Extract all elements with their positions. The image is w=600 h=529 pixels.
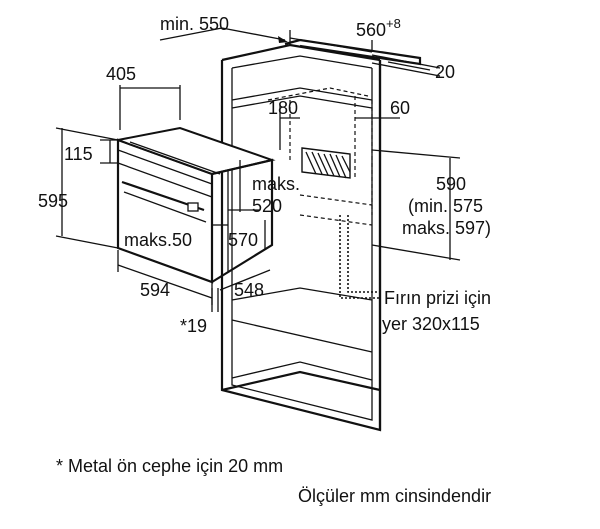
oven bbox=[114, 126, 276, 284]
label-max-depth: 520 bbox=[252, 196, 282, 216]
cabinet bbox=[220, 38, 441, 432]
niche-outline bbox=[267, 87, 373, 226]
label-vent-depth: 60 bbox=[390, 98, 410, 118]
label-top-gap: 20 bbox=[435, 62, 455, 82]
label-panel-height: 115 bbox=[64, 144, 93, 164]
label-cabinet-width: 560+8 bbox=[356, 16, 401, 40]
label-vent-opening: 180 bbox=[268, 98, 298, 118]
footnote: * Metal ön cephe için 20 mm bbox=[56, 456, 283, 476]
socket-leader bbox=[339, 215, 380, 299]
label-oven-depth: 405 bbox=[106, 64, 136, 84]
label-depth-570: 570 bbox=[228, 230, 258, 250]
label-cabinet-min-depth: min. 550 bbox=[160, 14, 229, 34]
socket-note-line2: yer 320x115 bbox=[382, 314, 480, 334]
label-max-50: maks.50 bbox=[124, 230, 192, 250]
label-front-width: 594 bbox=[140, 280, 170, 300]
vent-grille bbox=[301, 147, 351, 179]
socket-note-line1: Fırın prizi için bbox=[384, 288, 491, 308]
label-front-height: 595 bbox=[38, 191, 68, 211]
label-niche-height-min: (min. 575 bbox=[408, 196, 483, 216]
label-niche-height-max: maks. 597) bbox=[402, 218, 491, 238]
unit-note: Ölçüler mm cinsindendir bbox=[298, 486, 491, 506]
label-depth-548: 548 bbox=[234, 280, 264, 300]
label-front-offset: *19 bbox=[180, 316, 207, 336]
dimension-lines bbox=[55, 27, 461, 312]
label-niche-height: 590 bbox=[436, 174, 466, 194]
label-max: maks. bbox=[252, 174, 300, 194]
